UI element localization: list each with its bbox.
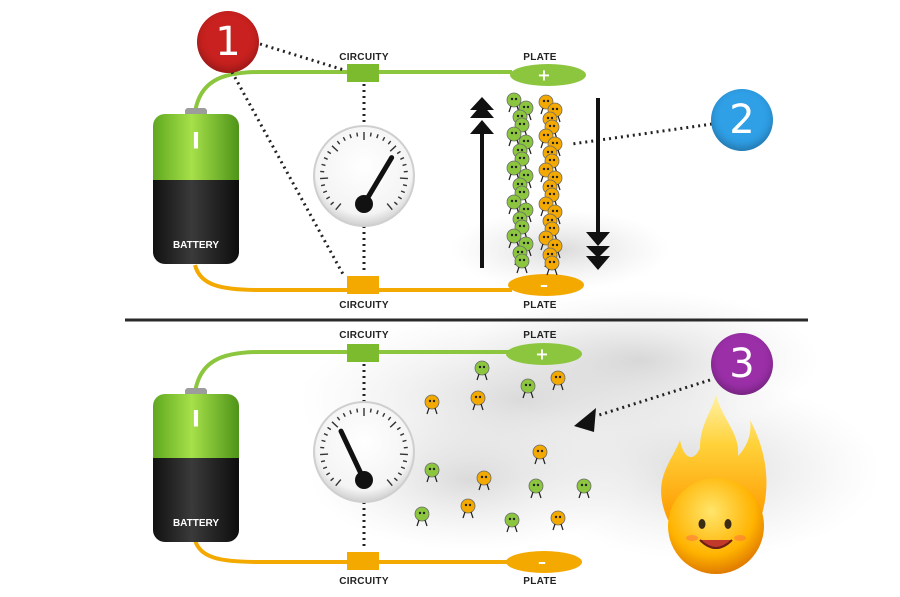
- bottom-circuity-block-upper: [347, 344, 379, 362]
- smoke-haze: [300, 210, 880, 560]
- plate-label-bottom-lower: PLATE: [523, 576, 557, 587]
- callout-1-leader-a: [260, 44, 344, 70]
- gauge-icon: [314, 126, 414, 226]
- battery-mark-bottom: I: [192, 408, 200, 433]
- minus-sign-bottom: –: [538, 553, 546, 572]
- circuity-label-bottom-upper: CIRCUITY: [339, 330, 389, 341]
- callout-2: 2: [711, 89, 773, 151]
- gauge-tick: [321, 461, 325, 462]
- plus-sign-bottom: +: [535, 345, 548, 364]
- gauge-tick: [321, 185, 325, 186]
- plate-label-bottom-upper: PLATE: [523, 330, 557, 341]
- gauge-tick: [403, 185, 407, 186]
- callout-2-leader: [572, 124, 712, 144]
- gauge-tick: [357, 133, 358, 137]
- minus-sign-top: –: [540, 276, 548, 295]
- gauge-tick: [403, 461, 407, 462]
- plus-sign-top: +: [537, 66, 550, 85]
- bottom-circuity-block-lower: [347, 552, 379, 570]
- circuity-label-top-upper: CIRCUITY: [339, 52, 389, 63]
- circuity-label-top-lower: CIRCUITY: [339, 300, 389, 311]
- plate-label-top-upper: PLATE: [523, 52, 557, 63]
- top-circuity-block-lower: [347, 276, 379, 294]
- plate-label-top-lower: PLATE: [523, 300, 557, 311]
- callout-1: 1: [197, 11, 259, 73]
- gauge-tick: [370, 409, 371, 413]
- battery-label-bottom: BATTERY: [173, 518, 219, 529]
- circuity-label-bottom-lower: CIRCUITY: [339, 576, 389, 587]
- gauge-icon: [314, 402, 414, 502]
- battery-label-top: BATTERY: [173, 240, 219, 251]
- gauge-tick: [357, 409, 358, 413]
- callout-3: 3: [711, 333, 773, 395]
- battery-mark-top: I: [192, 130, 200, 155]
- gauge-tick: [370, 133, 371, 137]
- top-circuity-block-upper: [347, 64, 379, 82]
